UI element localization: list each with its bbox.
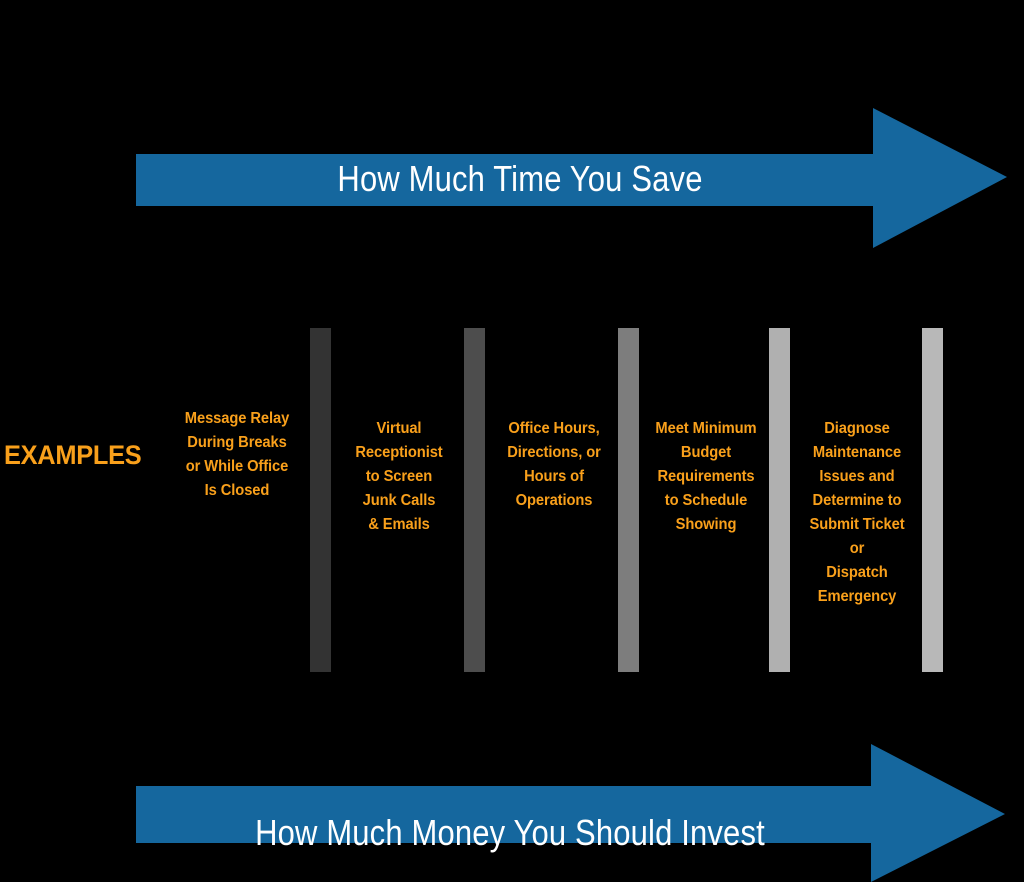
divider-bar-4	[769, 328, 790, 672]
example-line: Maintenance	[812, 444, 902, 461]
example-line: to Schedule	[664, 492, 748, 509]
example-line: Message Relay	[184, 410, 290, 427]
example-column-3: Office Hours, Directions, or Hours of Op…	[492, 417, 616, 513]
example-line: Directions, or	[507, 444, 601, 461]
examples-row-label: EXAMPLES	[4, 440, 142, 470]
divider-bar-1	[310, 328, 331, 672]
example-line: & Emails	[368, 516, 430, 533]
top-arrow: How Much Time You Save	[0, 108, 1024, 256]
divider-bar-3	[618, 328, 639, 672]
example-line: Is Closed	[204, 482, 270, 499]
bottom-arrow-shape	[136, 744, 1005, 882]
example-line: Hours of	[524, 468, 584, 485]
example-line: During Breaks	[187, 434, 287, 451]
example-line: Showing	[675, 516, 737, 533]
example-column-1: Message Relay During Breaks or While Off…	[167, 407, 308, 503]
example-line: or	[849, 540, 865, 557]
example-line: Budget	[680, 444, 732, 461]
example-line: or While Office	[185, 458, 289, 475]
top-arrow-label: How Much Time You Save	[337, 158, 703, 199]
divider-bar-5	[922, 328, 943, 672]
example-line: Office Hours,	[508, 420, 600, 437]
example-line: Submit Ticket	[809, 516, 905, 533]
example-line: Meet Minimum	[655, 420, 757, 437]
example-line: Determine to	[812, 492, 902, 509]
divider-bar-2	[464, 328, 485, 672]
example-line: Operations	[515, 492, 593, 509]
example-line: Emergency	[817, 588, 897, 605]
example-column-5: Diagnose Maintenance Issues and Determin…	[793, 417, 920, 609]
example-line: Virtual	[376, 420, 422, 437]
bottom-arrow-label: How Much Money You Should Invest	[255, 812, 765, 853]
top-arrow-shape	[136, 108, 1007, 248]
example-line: Dispatch	[826, 564, 888, 581]
example-line: Issues and	[819, 468, 895, 485]
example-line: Receptionist	[355, 444, 443, 461]
example-line: Diagnose	[824, 420, 890, 437]
example-line: Requirements	[657, 468, 755, 485]
example-line: to Screen	[365, 468, 433, 485]
example-column-4: Meet Minimum Budget Requirements to Sche…	[643, 417, 768, 537]
bottom-arrow: How Much Money You Should Invest	[0, 740, 1024, 882]
example-column-2: Virtual Receptionist to Screen Junk Call…	[337, 417, 461, 537]
example-line: Junk Calls	[362, 492, 436, 509]
